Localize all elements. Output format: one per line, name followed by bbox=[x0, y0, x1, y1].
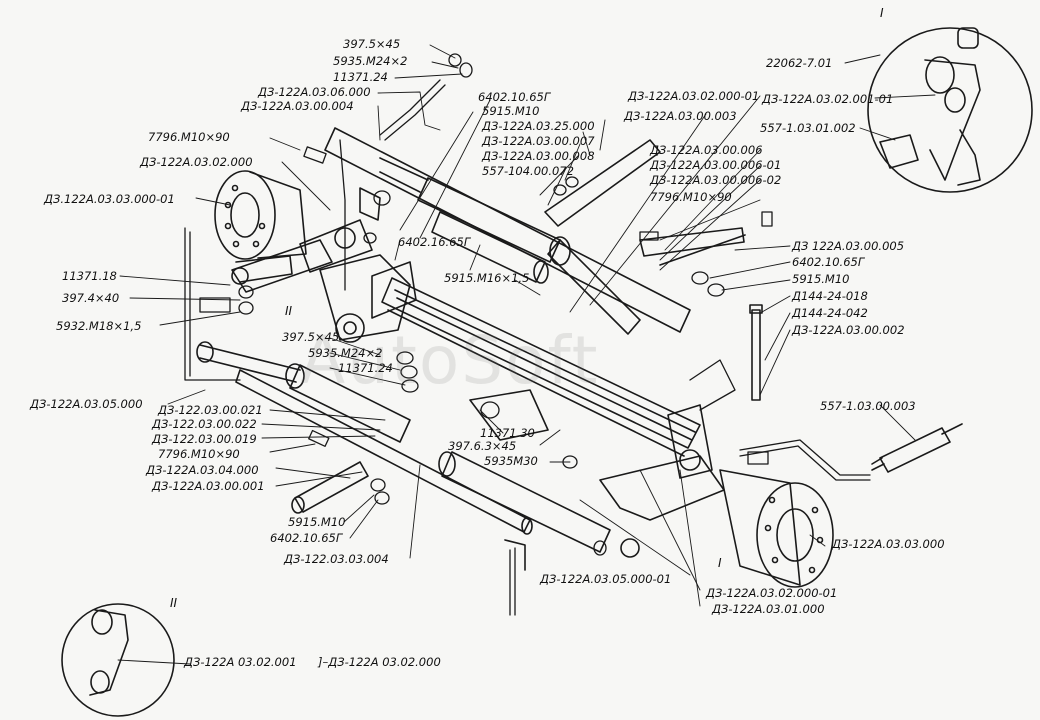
label-dz-03-03-004: ДЗ-122.03.03.004 bbox=[284, 552, 389, 566]
label-5915-m16x1-5: 5915.М16×1,5 bbox=[444, 271, 530, 285]
right-axle-bracket bbox=[469, 389, 725, 521]
label-dz-03-05-000-01: ДЗ-122А.03.05.000-01 bbox=[540, 572, 672, 586]
label-dz-03-00-021: ДЗ-122.03.00.021 bbox=[158, 403, 263, 417]
label-7796-m10x90-left: 7796.М10×90 bbox=[148, 130, 230, 144]
view-mark-two-ref: II bbox=[170, 596, 178, 610]
label-5935-m30: 5935М30 bbox=[484, 454, 538, 468]
label-dz-03-06-000: ДЗ-122А.03.06.000 bbox=[258, 85, 371, 99]
leaf-spring bbox=[371, 261, 701, 457]
label-5935-m24x2-top: 5935.М24×2 bbox=[333, 54, 408, 68]
label-7796-m10x90-right: 7796.М10×90 bbox=[650, 190, 732, 204]
label-7796-m10x90-lower: 7796.М10×90 bbox=[158, 447, 240, 461]
lower-bottom-cylinder bbox=[438, 451, 640, 558]
right-small-cylinder bbox=[639, 227, 746, 266]
label-6402-10-65g-top: 6402.10.65Г bbox=[478, 90, 551, 104]
label-dz-03-00-006-01: ДЗ-122А.03.00.006-01 bbox=[650, 158, 782, 172]
label-dz-03-03-000-01: ДЗ.122А.03.03.000-01 bbox=[44, 192, 175, 206]
view-mark-two: II bbox=[285, 304, 293, 318]
label-dz-03-00-001: ДЗ-122А.03.00.001 bbox=[152, 479, 265, 493]
label-5915-m10-right: 5915.М10 bbox=[792, 272, 850, 286]
label-557-1-03-00-003: 557-1.03.00.003 bbox=[820, 399, 916, 413]
label-d144-24-042: Д144-24-042 bbox=[792, 306, 868, 320]
left-axle-arm bbox=[231, 239, 333, 293]
label-d144-24-018: Д144-24-018 bbox=[792, 289, 868, 303]
label-dz-03-02-000-detail: ]–ДЗ-122А 03.02.000 bbox=[318, 655, 441, 669]
label-dz-03-01-000: ДЗ-122А.03.01.000 bbox=[712, 602, 825, 616]
center-bracket bbox=[299, 219, 411, 343]
label-dz-03-00-006-02: ДЗ-122А.03.00.006-02 bbox=[650, 173, 782, 187]
label-11371-24-mid: 11371.24 bbox=[338, 361, 393, 375]
label-dz-03-00-003: ДЗ-122А.03.00.003 bbox=[624, 109, 737, 123]
label-dz-03-25-000: ДЗ-122А.03.25.000 bbox=[482, 119, 595, 133]
label-5932-m18x1-5: 5932.М18×1,5 bbox=[56, 319, 142, 333]
label-397-5x45-mid: 397.5×45 bbox=[282, 330, 340, 344]
label-dz-03-02-001: ДЗ-122А 03.02.001 bbox=[184, 655, 297, 669]
label-5915-m10-lower: 5915.М10 bbox=[288, 515, 346, 529]
label-5915-m10-top: 5915.М10 bbox=[482, 104, 540, 118]
leader-lines bbox=[117, 44, 936, 665]
label-557-104-00-072: 557-104.00.072 bbox=[482, 164, 574, 178]
label-5935-m24x2-mid: 5935.М24×2 bbox=[308, 346, 383, 360]
label-dz-03-03-000: ДЗ-122А.03.03.000 bbox=[832, 537, 945, 551]
label-dz-03-00-022: ДЗ-122.03.00.022 bbox=[152, 417, 257, 431]
upper-arm bbox=[324, 127, 691, 335]
label-6402-10-65g-right: 6402.10.65Г bbox=[792, 255, 865, 269]
label-11371-24-top: 11371.24 bbox=[333, 70, 388, 84]
label-dz-03-00-008: ДЗ-122А.03.00.008 bbox=[482, 149, 595, 163]
label-397-5x45-top: 397.5×45 bbox=[343, 37, 401, 51]
label-dz-03-02-000: ДЗ-122А.03.02.000 bbox=[140, 155, 253, 169]
label-dz-03-02-000-01-top: ДЗ-122А.03.02.000-01 bbox=[628, 89, 760, 103]
label-6402-10-65g-lower: 6402.10.65Г bbox=[270, 531, 343, 545]
detail-circle-two bbox=[61, 603, 175, 717]
label-dz-03-04-000: ДЗ-122А.03.04.000 bbox=[146, 463, 259, 477]
label-dz-03-00-007: ДЗ-122А.03.00.007 bbox=[482, 134, 595, 148]
mid-cylinder bbox=[431, 211, 549, 284]
label-557-1-03-01-002: 557-1.03.01.002 bbox=[760, 121, 856, 135]
small-cylinder-left bbox=[291, 461, 369, 514]
tie-rod bbox=[235, 369, 533, 571]
vertical-pin bbox=[749, 304, 763, 401]
view-mark-one-ref: I bbox=[718, 556, 722, 570]
label-dz-03-02-000-detail-text: ДЗ-122А 03.02.000 bbox=[328, 655, 441, 669]
upper-cylinder bbox=[359, 157, 571, 266]
label-dz-03-02-001-01: ДЗ-122А.03.02.001-01 bbox=[762, 92, 894, 106]
label-dz-03-00-019: ДЗ-122.03.00.019 bbox=[152, 432, 257, 446]
label-11371-18: 11371.18 bbox=[62, 269, 117, 283]
label-dz-03-00-005: ДЗ 122А.03.00.005 bbox=[792, 239, 905, 253]
label-397-6-3x45: 397.6.3×45 bbox=[448, 439, 517, 453]
left-hub bbox=[214, 170, 307, 260]
grease-cylinder bbox=[871, 423, 963, 473]
label-dz-03-00-006: ДЗ-122А.03.00.006 bbox=[650, 143, 763, 157]
lower-left-cylinder bbox=[196, 341, 411, 443]
label-dz-03-00-004: ДЗ-122А.03.00.004 bbox=[241, 99, 354, 113]
view-mark-one: I bbox=[880, 6, 884, 20]
detail-circle-one bbox=[867, 27, 1033, 193]
label-dz-03-00-002: ДЗ-122А.03.00.002 bbox=[792, 323, 905, 337]
label-dz-03-02-000-01-bottom: ДЗ-122А.03.02.000-01 bbox=[706, 586, 838, 600]
label-dz-03-05-000: ДЗ-122А.03.05.000 bbox=[30, 397, 143, 411]
hoses bbox=[184, 79, 871, 616]
label-22062-7-01: 22062-7.01 bbox=[766, 56, 833, 70]
label-6402-16-65g: 6402.16.65Г bbox=[398, 235, 471, 249]
label-11371-30: 11371.30 bbox=[480, 426, 535, 440]
right-hub bbox=[719, 469, 834, 588]
label-397-4x40: 397.4×40 bbox=[62, 291, 120, 305]
